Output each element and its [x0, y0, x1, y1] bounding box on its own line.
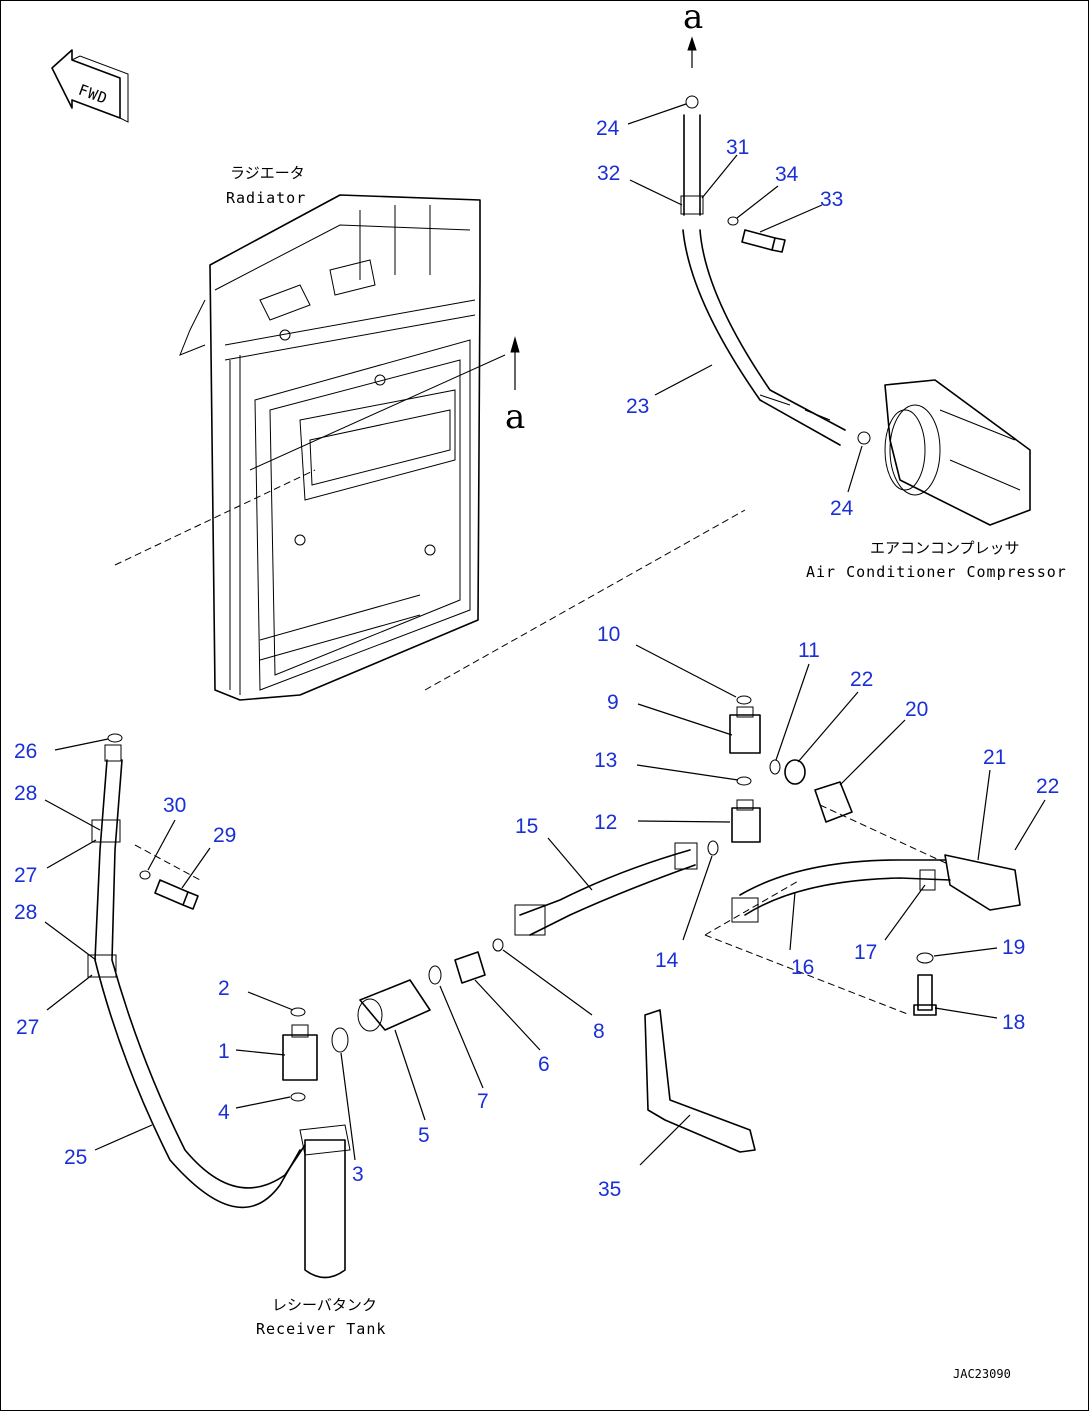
- compressor-drawing: [884, 379, 1031, 526]
- alignment-line: [704, 879, 911, 1016]
- callout-33: 33: [820, 188, 843, 211]
- callout-5: 5: [418, 1124, 430, 1147]
- bolt-33: [741, 229, 786, 253]
- callout-4: 4: [218, 1101, 230, 1124]
- washer-34: [727, 216, 739, 226]
- callout-14: 14: [655, 949, 679, 972]
- hose-15: [514, 842, 698, 936]
- oring-11: [769, 759, 781, 775]
- radiator-drawing: [179, 194, 506, 701]
- clamp-22: [784, 759, 806, 785]
- radiator-caption-jp: ラジエータ: [230, 164, 305, 182]
- bolt-29: [154, 879, 199, 910]
- fitting-1: [282, 1024, 318, 1081]
- fitting-6: [454, 951, 486, 984]
- callout-28: 28: [14, 782, 37, 805]
- bracket-35: [644, 1009, 756, 1153]
- callout-9: 9: [607, 691, 619, 714]
- receiver-tank-drawing: [299, 1124, 351, 1279]
- leader-lines: [44, 103, 1046, 1166]
- callout-34: 34: [775, 163, 799, 186]
- callout-20: 20: [905, 698, 928, 721]
- alignment-line: [134, 844, 201, 881]
- callout-12: 12: [594, 811, 617, 834]
- callout-18: 18: [1002, 1011, 1025, 1034]
- callout-21: 21: [983, 746, 1006, 769]
- callout-3: 3: [352, 1163, 364, 1186]
- fwd-arrow-icon: FWD: [51, 49, 129, 123]
- callout-27: 27: [14, 864, 37, 887]
- oring-4: [290, 1092, 306, 1102]
- radiator-caption-en: Radiator: [226, 189, 306, 207]
- sleeve-20: [814, 781, 853, 823]
- callout-22-right: 22: [1036, 775, 1059, 798]
- drawing-code: JAC23090: [953, 1367, 1011, 1381]
- oring-10: [736, 695, 752, 705]
- callout-6: 6: [538, 1053, 550, 1076]
- compressor-caption-jp: エアコンコンプレッサ: [870, 539, 1020, 557]
- hose-23: [680, 95, 846, 446]
- callout-2: 2: [218, 977, 230, 1000]
- oring-2: [290, 1007, 306, 1017]
- callout-19: 19: [1002, 936, 1025, 959]
- callout-1: 1: [218, 1040, 230, 1063]
- bolt-18: [913, 974, 937, 1016]
- callout-11: 11: [798, 639, 820, 662]
- oring-3: [331, 1027, 349, 1053]
- callout-27-lower: 27: [16, 1016, 39, 1039]
- callout-30: 30: [163, 794, 186, 817]
- callout-23: 23: [626, 395, 649, 418]
- alignment-line: [114, 469, 316, 566]
- alignment-line: [424, 509, 746, 691]
- connection-arrow-top: a: [683, 0, 703, 68]
- callout-17: 17: [854, 941, 877, 964]
- callout-25: 25: [64, 1146, 87, 1169]
- callout-16: 16: [791, 956, 814, 979]
- hose-25: [87, 744, 306, 1209]
- hose-16: [731, 854, 1021, 923]
- callout-13: 13: [594, 749, 617, 772]
- callout-24: 24: [596, 117, 620, 140]
- callout-15: 15: [515, 815, 538, 838]
- washer-19: [916, 952, 934, 964]
- oring-24-lower: [857, 431, 871, 445]
- fitting-12: [731, 799, 761, 843]
- callout-35: 35: [598, 1178, 621, 1201]
- callout-24-lower: 24: [830, 497, 854, 520]
- oring-26: [107, 733, 123, 743]
- callout-31: 31: [726, 136, 749, 159]
- connection-arrow-mid: a: [505, 336, 525, 437]
- callout-28-lower: 28: [14, 901, 37, 924]
- oring-7: [428, 965, 442, 985]
- ref-letter-top: a: [683, 0, 703, 37]
- receiver-caption-en: Receiver Tank: [256, 1320, 386, 1338]
- callout-labels: 24 31 32 34 33 23 24 10 11 22 20 9 21 22…: [14, 117, 1059, 1201]
- compressor-caption-en: Air Conditioner Compressor: [806, 563, 1067, 581]
- ref-letter-mid: a: [505, 397, 525, 437]
- callout-32: 32: [597, 162, 620, 185]
- oring-13: [736, 776, 752, 786]
- alignment-line: [819, 804, 951, 866]
- washer-30: [139, 870, 151, 880]
- callout-22: 22: [850, 668, 873, 691]
- callout-8: 8: [593, 1020, 605, 1043]
- fitting-9: [729, 706, 761, 754]
- receiver-caption-jp: レシーバタンク: [272, 1296, 377, 1314]
- callout-26: 26: [14, 740, 37, 763]
- callout-29: 29: [213, 824, 236, 847]
- callout-10: 10: [597, 623, 620, 646]
- filter-5: [357, 979, 431, 1032]
- oring-8: [492, 938, 504, 952]
- callout-7: 7: [477, 1090, 489, 1113]
- fitting-21: [944, 854, 1021, 911]
- oring-14: [707, 840, 719, 856]
